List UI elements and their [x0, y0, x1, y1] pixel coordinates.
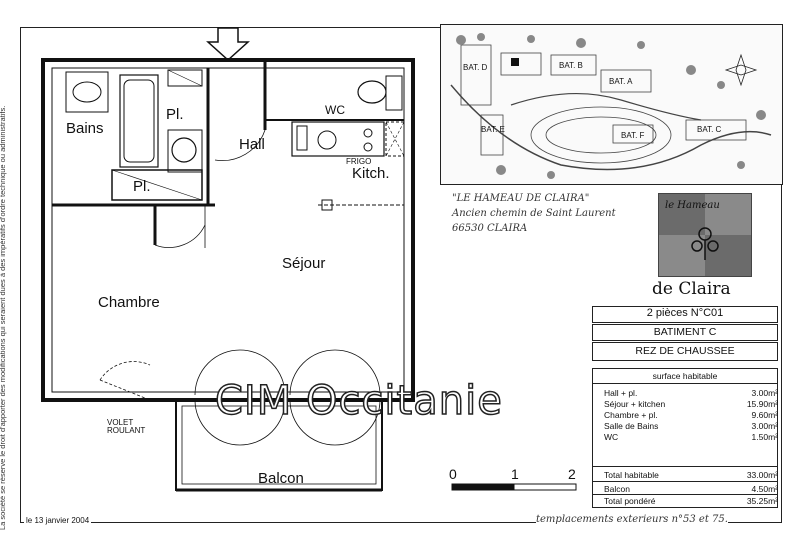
- room-label-chambre: Chambre: [98, 294, 160, 311]
- plan-date: le 13 janvier 2004: [24, 516, 92, 525]
- site-label-bat-b: BAT. B: [559, 61, 583, 70]
- ornament-icon: [691, 227, 719, 260]
- address-line-2: Ancien chemin de Saint Laurent: [452, 208, 616, 219]
- shutter-label-line1: VOLET: [107, 418, 134, 427]
- site-label-bat-d: BAT. D: [463, 63, 488, 72]
- room-label-placard-bedroom: Pl.: [133, 178, 151, 195]
- floor-label: REZ DE CHAUSSEE: [592, 342, 778, 361]
- room-label-hall: Hall: [239, 136, 265, 153]
- surface-row-label: Séjour + kitchen: [604, 399, 666, 409]
- parking-note: templacements exterieurs n°53 et 75.: [536, 514, 728, 525]
- site-label-bat-c: BAT. C: [697, 125, 722, 134]
- surface-row-label: Salle de Bains: [604, 421, 659, 431]
- surface-table-header: surface habitable: [592, 371, 778, 384]
- balcony-surface-label: Balcon: [604, 484, 630, 494]
- room-label-placard-bath: Pl.: [166, 106, 184, 123]
- surface-row-value: 3.00m²: [751, 421, 778, 431]
- surface-divider: [592, 494, 778, 495]
- surface-row-value: 9.60m²: [751, 410, 778, 420]
- surface-table: [592, 368, 778, 508]
- total-habitable-value: 33.00m²: [746, 470, 778, 480]
- address-line-3: 66530 CLAIRA: [452, 223, 528, 234]
- room-label-balcon: Balcon: [258, 470, 304, 487]
- site-plan: BAT. D BAT. B BAT. A BAT. E BAT. F BAT. …: [440, 24, 783, 185]
- watermark-text: CIM Occitanie: [214, 377, 503, 425]
- fridge-label: FRIGO: [346, 157, 372, 166]
- surface-divider: [592, 481, 778, 482]
- scale-tick-2: 2: [568, 466, 576, 482]
- logo-script-text: le Hameau: [665, 200, 720, 211]
- balcony-surface-value: 4.50m²: [751, 484, 778, 494]
- logo-emblem: le Hameau: [658, 193, 752, 277]
- total-weighted-label: Total pondéré: [604, 496, 656, 506]
- apartment-title: 2 pièces N°C01: [592, 306, 778, 323]
- total-weighted-value: 35.25m²: [746, 496, 778, 506]
- site-label-bat-a: BAT. A: [609, 77, 633, 86]
- scale-tick-0: 0: [449, 466, 457, 482]
- sheet-frame: [20, 27, 782, 523]
- total-habitable-label: Total habitable: [604, 470, 659, 480]
- site-plan-drawing: [450, 33, 772, 179]
- surface-row-label: Hall + pl.: [604, 388, 638, 398]
- surface-row-value: 1.50m²: [751, 432, 778, 442]
- address-line-1: "LE HAMEAU DE CLAIRA": [452, 193, 590, 204]
- site-label-bat-f: BAT. F: [621, 131, 645, 140]
- surface-row-value: 3.00m²: [751, 388, 778, 398]
- room-label-wc: WC: [325, 103, 345, 117]
- site-label-bat-e: BAT. E: [481, 125, 505, 134]
- building-label: BATIMENT C: [592, 324, 778, 341]
- surface-divider: [592, 466, 778, 467]
- scale-tick-1: 1: [511, 466, 519, 482]
- room-label-bains: Bains: [66, 120, 104, 137]
- room-label-sejour: Séjour: [282, 255, 326, 272]
- surface-row-label: WC: [604, 432, 619, 442]
- logo-text: de Claira: [652, 279, 731, 299]
- shutter-label-line2: ROULANT: [107, 426, 146, 435]
- surface-row-label: Chambre + pl.: [604, 410, 658, 420]
- surface-row-value: 15.90m²: [746, 399, 778, 409]
- room-label-kitchen: Kitch.: [352, 165, 390, 182]
